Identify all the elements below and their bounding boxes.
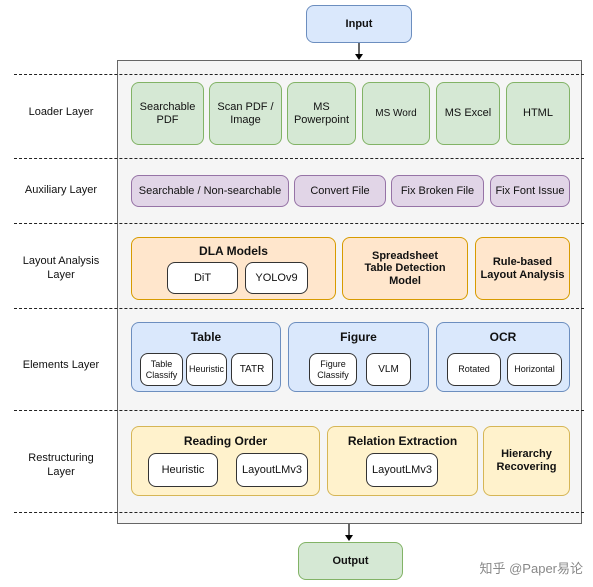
relation-extraction-title: Relation Extraction	[347, 434, 458, 448]
figure-classify: Figure Classify	[309, 353, 357, 386]
table-panel: Table Table Classify Heuristic TATR	[131, 322, 281, 392]
separator	[14, 512, 584, 513]
reading-order-title: Reading Order	[183, 434, 268, 448]
table-classify: Table Classify	[140, 353, 183, 386]
separator	[14, 158, 584, 159]
figure-title: Figure	[340, 330, 377, 344]
input-node: Input	[306, 5, 412, 43]
ocr-panel: OCR Rotated Horizontal	[436, 322, 570, 392]
ocr-rotated: Rotated	[447, 353, 501, 386]
reading-order-layoutlmv3: LayoutLMv3	[236, 453, 308, 487]
dla-dit: DiT	[167, 262, 238, 294]
aux-fix-broken-file: Fix Broken File	[391, 175, 484, 207]
aux-searchable-non-searchable: Searchable / Non-searchable	[131, 175, 289, 207]
reading-order-panel: Reading Order Heuristic LayoutLMv3	[131, 426, 320, 496]
loader-ms-excel: MS Excel	[436, 82, 500, 145]
dla-models-panel: DLA Models DiT YOLOv9	[131, 237, 336, 300]
separator	[14, 74, 584, 75]
aux-convert-file: Convert File	[294, 175, 386, 207]
loader-scan-pdf-image: Scan PDF / Image	[209, 82, 282, 145]
loader-ms-powerpoint: MS Powerpoint	[287, 82, 356, 145]
dla-yolov9: YOLOv9	[245, 262, 308, 294]
output-node: Output	[298, 542, 403, 580]
hierarchy-recovering: Hierarchy Recovering	[483, 426, 570, 496]
relation-extraction-layoutlmv3: LayoutLMv3	[366, 453, 438, 487]
relation-extraction-panel: Relation Extraction LayoutLMv3	[327, 426, 478, 496]
arrow-output-icon	[345, 524, 353, 541]
layer-label-elements: Elements Layer	[22, 359, 100, 372]
ocr-horizontal: Horizontal	[507, 353, 562, 386]
separator	[14, 410, 584, 411]
layer-label-restructuring: Restructuring Layer	[28, 452, 94, 478]
separator	[14, 308, 584, 309]
dla-models-title: DLA Models	[199, 244, 268, 258]
separator	[14, 223, 584, 224]
figure-panel: Figure Figure Classify VLM	[288, 322, 429, 392]
rule-based-layout-analysis: Rule-based Layout Analysis	[475, 237, 570, 300]
aux-fix-font-issue: Fix Font Issue	[490, 175, 570, 207]
watermark: 知乎 @Paper易论	[479, 561, 584, 576]
layer-label-auxiliary: Auxiliary Layer	[24, 184, 98, 197]
table-tatr: TATR	[231, 353, 273, 386]
layer-label-layout-analysis: Layout Analysis Layer	[22, 255, 100, 281]
layer-label-loader: Loader Layer	[28, 106, 94, 119]
spreadsheet-table-detection: Spreadsheet Table Detection Model	[342, 237, 468, 300]
reading-order-heuristic: Heuristic	[148, 453, 218, 487]
arrow-input-icon	[355, 43, 363, 60]
loader-ms-word: MS Word	[362, 82, 430, 145]
table-title: Table	[190, 330, 222, 344]
loader-html: HTML	[506, 82, 570, 145]
ocr-title: OCR	[489, 330, 517, 344]
table-heuristic: Heuristic	[186, 353, 227, 386]
loader-searchable-pdf: Searchable PDF	[131, 82, 204, 145]
figure-vlm: VLM	[366, 353, 411, 386]
